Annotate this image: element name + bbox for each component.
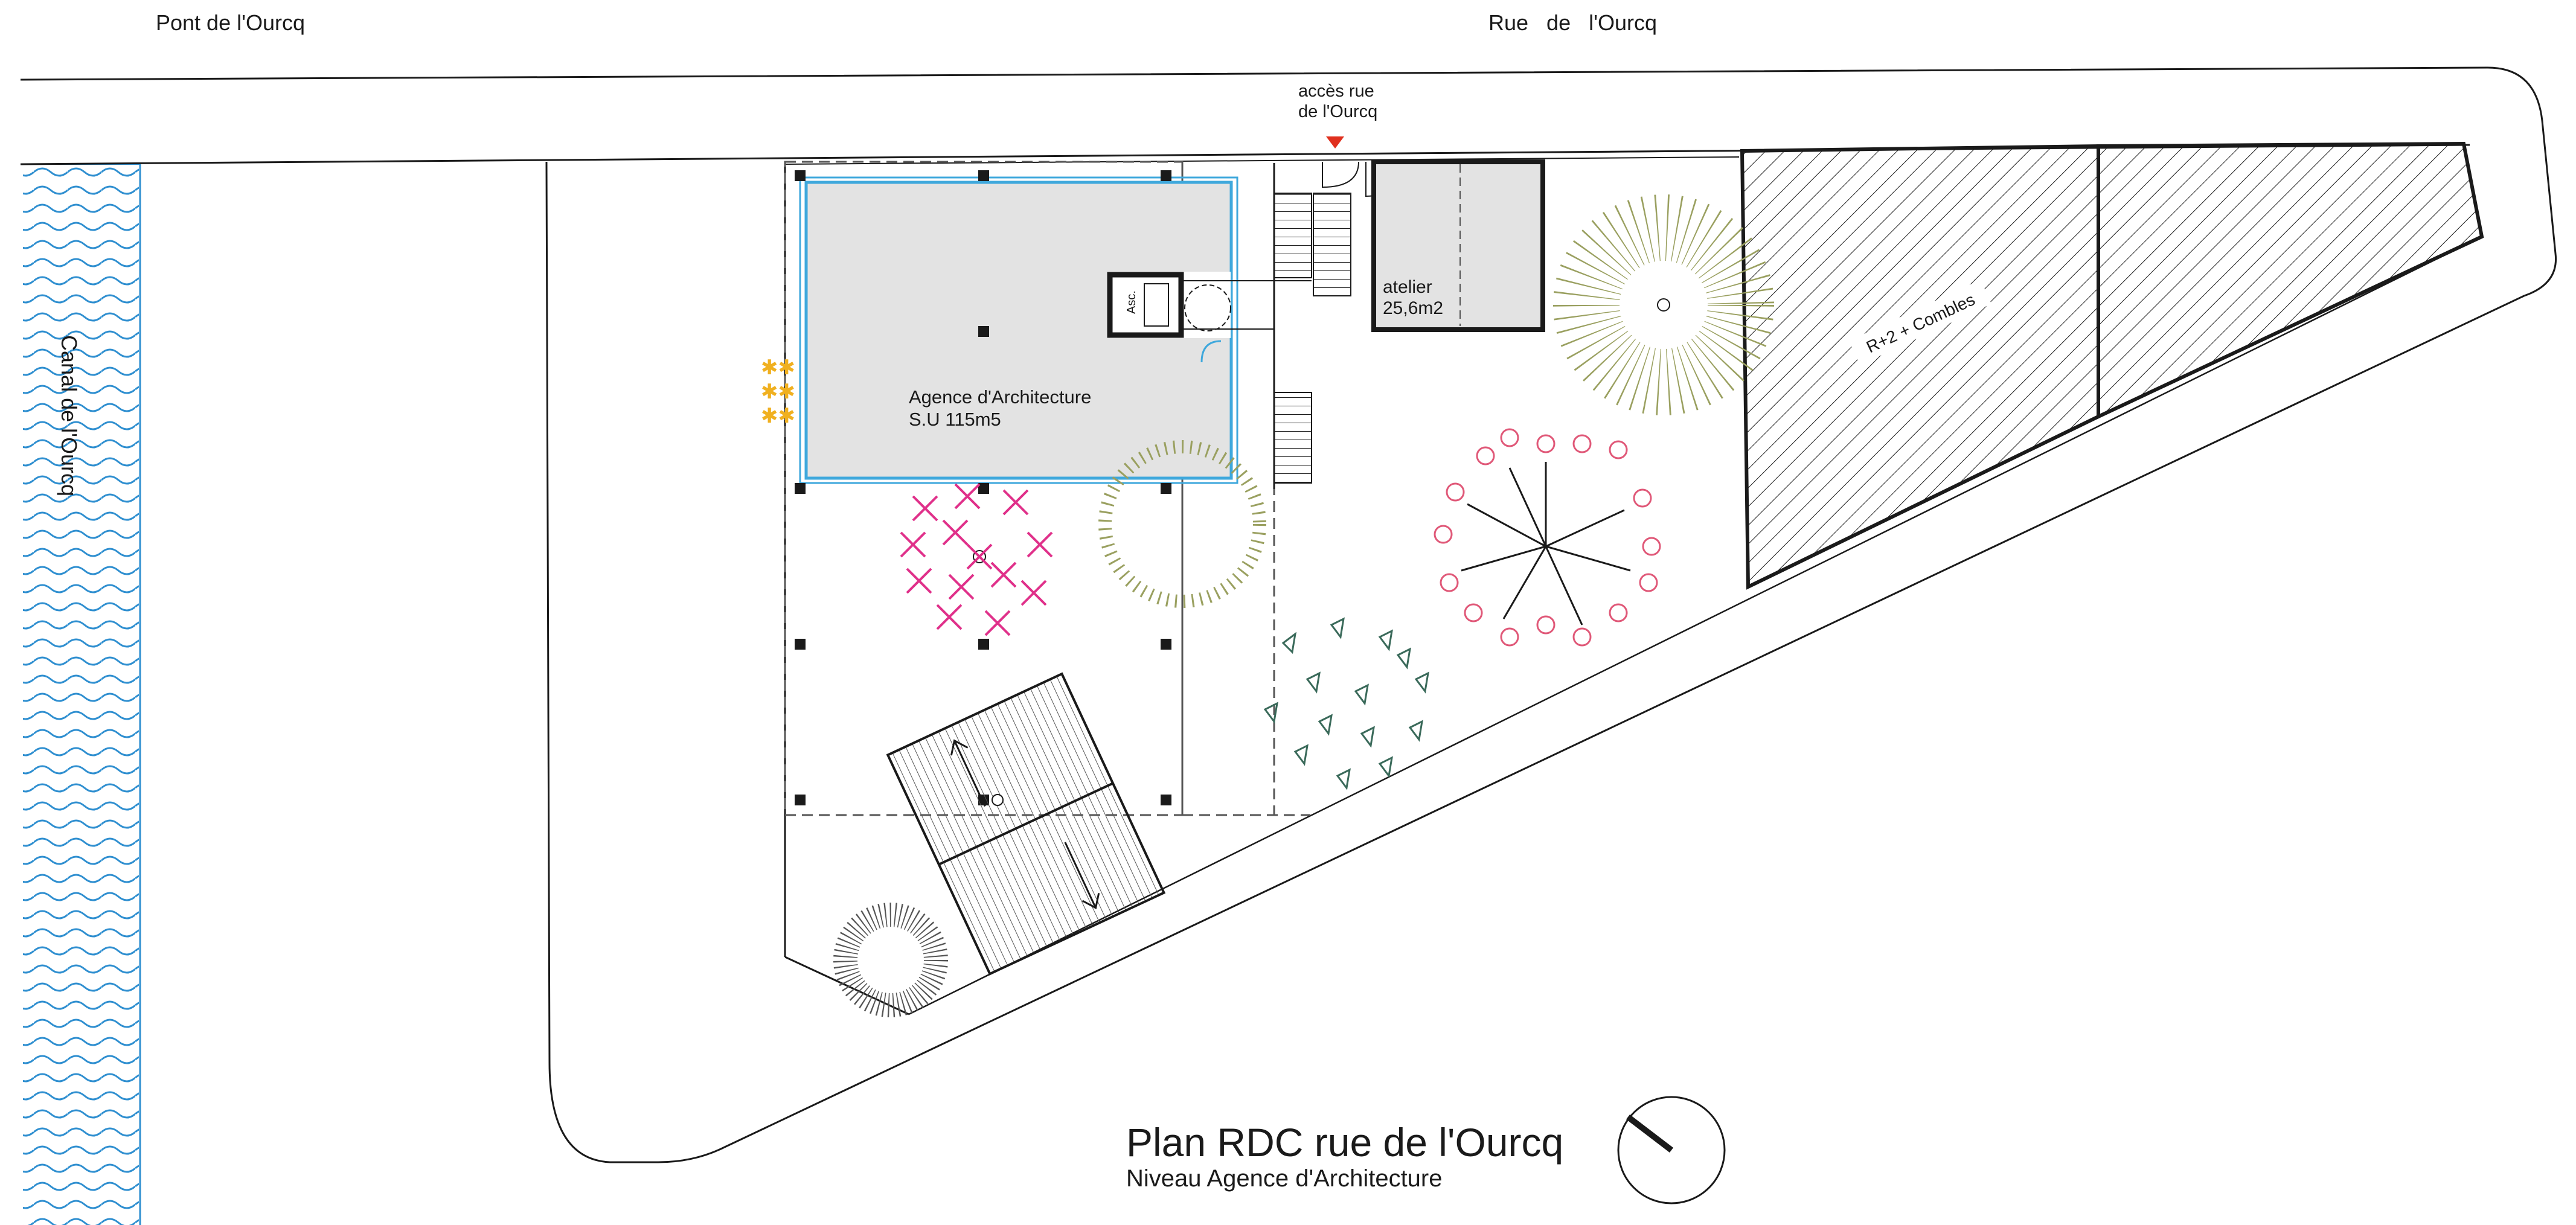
svg-text:✱✱: ✱✱ bbox=[761, 356, 795, 380]
structural-columns bbox=[795, 170, 1171, 805]
atelier: atelier 25,6m2 bbox=[1371, 159, 1545, 332]
tree-olive bbox=[1098, 440, 1266, 608]
atelier-floor bbox=[1371, 159, 1545, 332]
access-marker-icon bbox=[1326, 136, 1344, 149]
tree-star-shrub: ✱✱ ✱✱ ✱✱ bbox=[761, 356, 795, 428]
tree-rose bbox=[1434, 428, 1661, 647]
svg-text:✱✱: ✱✱ bbox=[761, 404, 795, 428]
column bbox=[1161, 639, 1171, 650]
column bbox=[978, 639, 989, 650]
column bbox=[978, 170, 989, 181]
canal-water bbox=[23, 164, 139, 1225]
agency-name-label: Agence d'Architecture bbox=[909, 386, 1091, 408]
elevator: Asc. bbox=[1107, 272, 1231, 338]
canal-label: Canal de l'Ourcq bbox=[57, 335, 82, 496]
north-arrow-icon bbox=[1617, 1096, 1726, 1204]
svg-text:✱✱: ✱✱ bbox=[761, 380, 795, 404]
column bbox=[978, 326, 989, 337]
column bbox=[978, 483, 989, 494]
agency-area-label: S.U 115m5 bbox=[909, 409, 1001, 430]
column bbox=[795, 170, 806, 181]
column bbox=[1161, 170, 1171, 181]
tree-olive-radial bbox=[1553, 194, 1774, 415]
tree-green bbox=[1263, 617, 1429, 790]
column bbox=[795, 795, 806, 805]
pont-label: Pont de l'Ourcq bbox=[156, 10, 305, 35]
elevator-icon bbox=[1107, 272, 1184, 338]
column bbox=[1161, 795, 1171, 805]
column bbox=[795, 639, 806, 650]
neighbour-building: R+2 + Combles bbox=[1740, 141, 2484, 590]
access-rue: accès rue de l'Ourcq bbox=[1298, 82, 1377, 149]
atelier-area-label: 25,6m2 bbox=[1383, 298, 1443, 318]
pavilion-roof bbox=[886, 672, 1166, 976]
tree-palm bbox=[833, 903, 948, 1017]
rue-label: Rue de l'Ourcq bbox=[1488, 10, 1657, 35]
column bbox=[795, 483, 806, 494]
access-label-line2: de l'Ourcq bbox=[1298, 102, 1377, 121]
plan-title: Plan RDC rue de l'Ourcq bbox=[1126, 1120, 1563, 1165]
elevator-label: Asc. bbox=[1125, 290, 1138, 314]
canal bbox=[23, 164, 141, 1225]
tree-pink bbox=[900, 483, 1053, 636]
stair-corridor bbox=[1182, 161, 1402, 489]
pavilion-mark bbox=[992, 794, 1004, 806]
plan-subtitle: Niveau Agence d'Architecture bbox=[1126, 1165, 1443, 1192]
atelier-name-label: atelier bbox=[1383, 277, 1432, 297]
access-label-line1: accès rue bbox=[1298, 82, 1374, 101]
column bbox=[1161, 483, 1171, 494]
